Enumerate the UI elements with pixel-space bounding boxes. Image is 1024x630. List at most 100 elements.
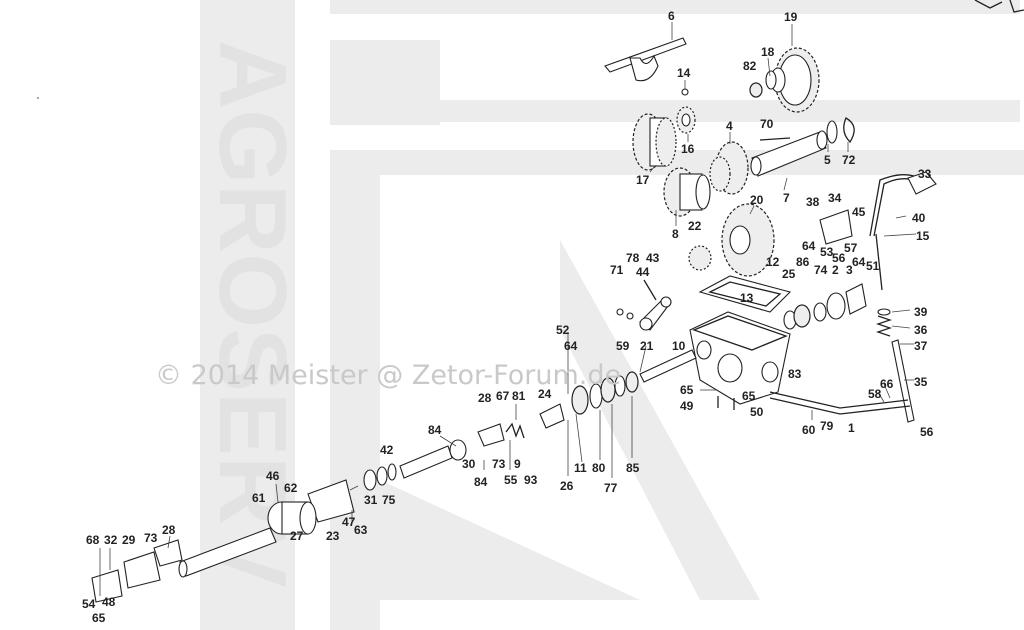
corner-mark [974,0,1024,13]
callout: 40 [912,211,926,225]
circlip-72 [843,117,855,144]
lever-43 [639,296,672,331]
callout: 30 [462,457,476,471]
callout: 27 [290,529,304,543]
callout: 65 [680,383,694,397]
gear-19 [770,24,820,113]
gear-20 [721,203,775,277]
drive-shaft-61 [178,527,277,578]
lever-33 [869,171,937,237]
callout: 85 [626,461,640,475]
callout: 62 [284,481,298,495]
callout: 83 [788,367,802,381]
callout: 75 [382,493,396,507]
callout: 49 [680,399,694,413]
callout: 35 [914,375,928,389]
callout: 67 [496,389,510,403]
callout: 84 [428,423,442,437]
callout: 1 [848,421,855,435]
callout: 3 [846,263,853,277]
callout: 45 [852,205,866,219]
callout: 93 [524,473,538,487]
callout: 14 [677,66,691,80]
callout: 10 [672,339,686,353]
callout: 73 [492,457,506,471]
gasket-13 [698,275,792,313]
callout: 56 [920,425,934,439]
universal-joint-28 [477,423,505,447]
callout: 74 [814,263,828,277]
shaft-7 [750,130,828,177]
callout: 79 [820,419,834,433]
callout: 58 [868,387,882,401]
callout: 50 [750,405,764,419]
linkage-1 [769,391,911,415]
bolt-78 [643,279,657,301]
callout: 86 [796,255,810,269]
washer-71 [616,308,634,320]
callout: 34 [828,191,842,205]
callout: 54 [82,597,96,611]
callout: 20 [750,193,764,207]
callout: 72 [842,153,856,167]
callout: 26 [560,479,574,493]
plate-32 [91,569,123,603]
bracket-34 [819,209,853,245]
rod-15 [875,233,883,291]
callout: 48 [102,595,116,609]
callout-labels: 6 19 18 82 14 16 17 4 70 5 72 7 20 8 22 … [82,9,934,625]
callout: 28 [478,391,492,405]
gear-22 [688,245,712,271]
callout: 65 [742,389,756,403]
callout: 8 [672,227,679,241]
callout: 13 [740,291,754,305]
callout: 70 [760,117,774,131]
callout: 64 [852,255,866,269]
callout: 43 [646,251,660,265]
callout: 57 [844,241,858,255]
callout: 53 [820,245,834,259]
callout: 81 [512,389,526,403]
ring-5 [826,120,838,144]
callout: 37 [914,339,928,353]
watermark-vertical-text: AGROSERV [199,40,306,588]
pin-70 [759,137,791,141]
bracket-29 [123,551,161,589]
callout: 51 [866,259,880,273]
spring-81 [505,422,525,439]
callout: 31 [364,493,378,507]
callout: 82 [743,59,757,73]
callout: 59 [616,339,630,353]
yoke-73 [153,539,183,567]
callout: 46 [266,469,280,483]
spring-36 [875,308,893,337]
callout: 29 [122,533,136,547]
callout: 2 [832,263,839,277]
shaft-10 [639,349,697,383]
callout: 12 [766,255,780,269]
callout: 61 [252,491,266,505]
callout: 55 [504,473,518,487]
callout: 32 [104,533,118,547]
callout: 7 [783,191,790,205]
callout: 36 [914,323,928,337]
coupling-27 [267,501,317,535]
callout: 18 [761,45,775,59]
callout: 21 [640,339,654,353]
callout: 65 [92,611,106,625]
ring-stack-31 [363,463,397,491]
callout: 73 [144,531,158,545]
callout: 28 [162,523,176,537]
callout: 4 [726,119,733,133]
gear-8 [663,167,711,217]
callout: 24 [538,387,552,401]
callout: 68 [86,533,100,547]
gear-17 [632,113,677,171]
callout: 25 [782,267,796,281]
copyright-watermark: © 2014 Meister @ Zetor-Forum.de [155,360,621,391]
callout: 19 [784,10,798,24]
callout: 33 [918,167,932,181]
callout: 71 [610,263,624,277]
callout: 38 [806,195,820,209]
